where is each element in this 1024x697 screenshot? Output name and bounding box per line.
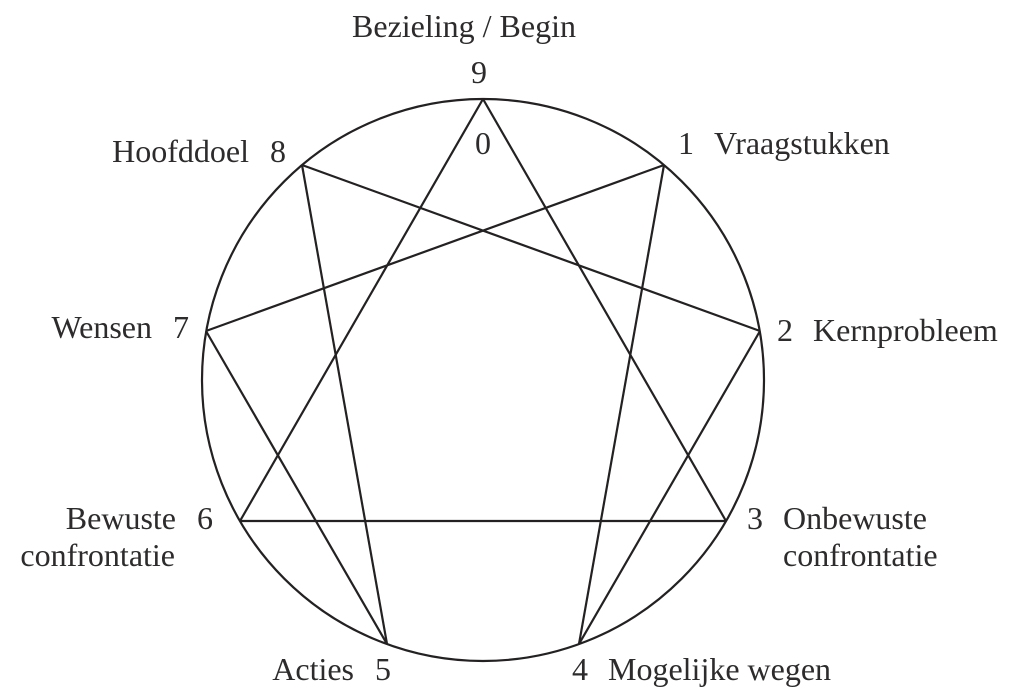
node-3-label-line1-row: 3 Onbewuste	[747, 500, 938, 537]
node-7-number: 7	[173, 309, 189, 345]
node-9-number: 9	[471, 54, 487, 90]
node-8-label: Hoofddoel	[112, 133, 249, 169]
node-5-label: Acties	[272, 651, 354, 687]
node-8-label-group: Hoofddoel 8	[112, 133, 286, 169]
node-4-label-group: 4 Mogelijke wegen	[572, 651, 831, 687]
node-7-label: Wensen	[51, 309, 153, 345]
node-8-number: 8	[270, 133, 286, 169]
node-6-label-group: Bewuste 6 confrontatie	[20, 500, 213, 574]
connection-line-9-3	[482, 98, 727, 522]
node-2-label-group: 2 Kernprobleem	[777, 312, 998, 348]
node-3-label-line2: confrontatie	[783, 537, 938, 573]
connection-line-5-7	[205, 330, 388, 645]
node-4-label: Mogelijke wegen	[608, 651, 832, 687]
node-7-label-group: Wensen 7	[52, 309, 190, 345]
connection-line-8-5	[300, 164, 389, 645]
node-2-label: Kernprobleem	[813, 312, 998, 348]
enneagram-circle	[200, 97, 766, 663]
node-6-number: 6	[197, 500, 213, 536]
connection-line-7-1	[205, 163, 665, 333]
node-1-label-group: 1 Vraagstukken	[678, 125, 890, 161]
node-2-number: 2	[777, 312, 793, 348]
node-3-label-group: 3 Onbewuste confrontatie	[747, 500, 938, 574]
node-5-number: 5	[375, 651, 391, 687]
node-6-label-line1-row: Bewuste 6	[66, 500, 213, 537]
node-1-label: Vraagstukken	[714, 125, 890, 161]
node-3-label-line1: Onbewuste	[783, 500, 927, 536]
node-6-label-line1: Bewuste	[65, 500, 176, 536]
node-3-number: 3	[747, 500, 763, 536]
enneagram-connection-lines	[205, 98, 761, 645]
node-5-label-group: Acties 5	[272, 651, 391, 687]
center-zero-label: 0	[475, 125, 491, 161]
node-4-number: 4	[572, 651, 588, 687]
connection-line-6-9	[239, 98, 484, 522]
node-1-number: 1	[678, 125, 694, 161]
connection-line-1-4	[577, 164, 666, 645]
node-6-label-line2: confrontatie	[20, 537, 175, 573]
connection-line-2-8	[301, 163, 761, 333]
node-9-label: Bezieling / Begin	[352, 8, 576, 44]
connection-line-4-2	[578, 330, 761, 645]
